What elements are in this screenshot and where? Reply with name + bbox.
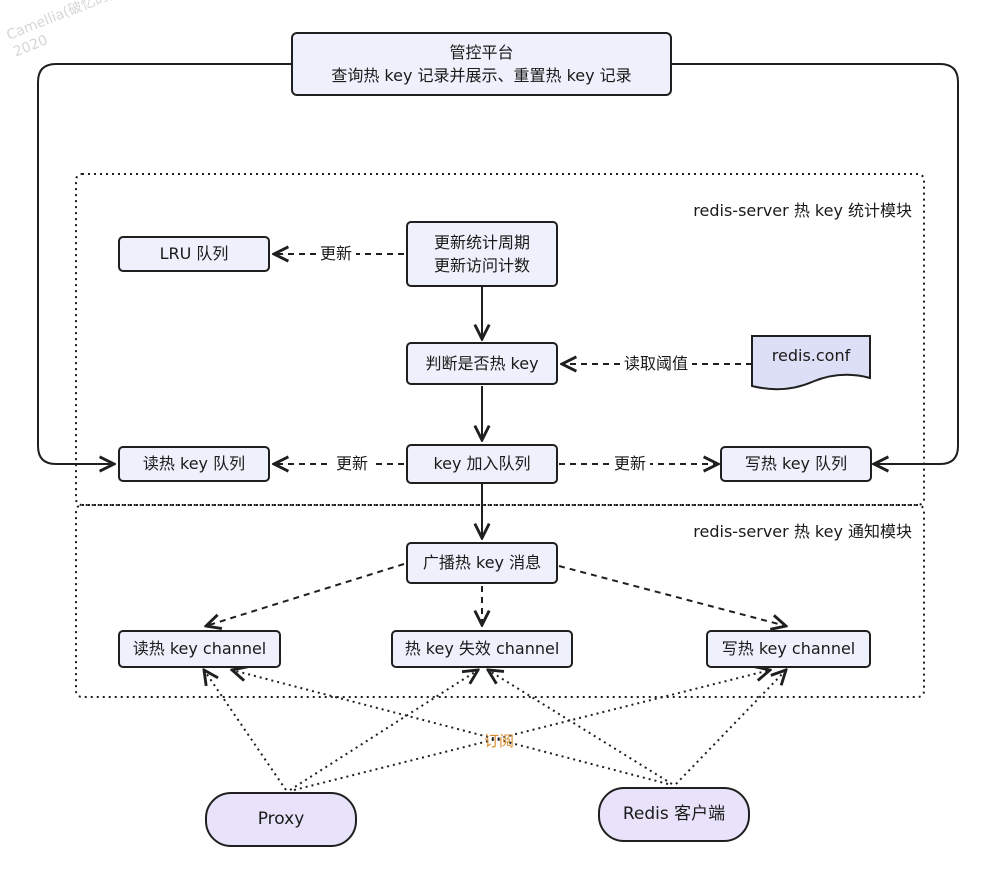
broadcast-node[interactable]: 广播热 key 消息 bbox=[406, 542, 558, 584]
read-channel-node[interactable]: 读热 key channel bbox=[118, 630, 281, 668]
edge-platform-to-read-queue bbox=[37, 63, 291, 464]
stats-module-boundary bbox=[75, 173, 925, 506]
edge-label-subscribe: 订阅 bbox=[484, 732, 515, 750]
edge-client-sub-invalid bbox=[488, 670, 673, 785]
control-platform-title: 管控平台 bbox=[449, 42, 514, 62]
edge-proxy-sub-write bbox=[293, 670, 770, 791]
redis-conf-label[interactable]: redis.conf bbox=[771, 346, 851, 365]
redis-client-node[interactable]: Redis 客户端 bbox=[598, 787, 750, 842]
edge-label-update-lru: 更新 bbox=[316, 244, 357, 264]
stats-module-title: redis-server 热 key 统计模块 bbox=[693, 201, 912, 220]
edge-label-update-read: 更新 bbox=[332, 454, 373, 474]
notify-module-boundary bbox=[75, 504, 925, 698]
edge-platform-to-write-queue bbox=[672, 63, 959, 464]
proxy-node[interactable]: Proxy bbox=[205, 792, 357, 847]
edge-proxy-sub-invalid bbox=[289, 670, 478, 791]
notify-module-title: redis-server 热 key 通知模块 bbox=[693, 522, 912, 541]
control-platform-node[interactable]: 管控平台 查询热 key 记录并展示、重置热 key 记录 bbox=[291, 32, 672, 96]
write-hot-queue-node[interactable]: 写热 key 队列 bbox=[720, 446, 872, 482]
edge-broadcast-to-read-channel bbox=[206, 563, 405, 626]
edge-client-sub-read bbox=[232, 670, 669, 785]
update-cycle-node[interactable]: 更新统计周期 更新访问计数 bbox=[406, 221, 558, 287]
invalid-channel-node[interactable]: 热 key 失效 channel bbox=[391, 630, 573, 668]
read-hot-queue-node[interactable]: 读热 key 队列 bbox=[118, 446, 270, 482]
edge-broadcast-to-write-channel bbox=[558, 565, 786, 626]
update-cycle-line-2: 更新访问计数 bbox=[433, 256, 530, 275]
edge-label-update-write: 更新 bbox=[610, 454, 651, 474]
update-cycle-line-1: 更新统计周期 bbox=[433, 232, 530, 252]
edge-label-read-threshold: 读取阈值 bbox=[620, 354, 693, 374]
add-to-queue-node[interactable]: key 加入队列 bbox=[406, 444, 558, 484]
control-platform-subtitle: 查询热 key 记录并展示、重置热 key 记录 bbox=[331, 66, 632, 85]
judge-hot-key-node[interactable]: 判断是否热 key bbox=[406, 342, 558, 385]
edge-client-sub-write bbox=[675, 670, 786, 785]
redis-conf-document bbox=[751, 335, 871, 391]
write-channel-node[interactable]: 写热 key channel bbox=[706, 630, 871, 668]
edge-proxy-sub-read bbox=[204, 670, 287, 791]
lru-queue-node[interactable]: LRU 队列 bbox=[118, 236, 270, 272]
